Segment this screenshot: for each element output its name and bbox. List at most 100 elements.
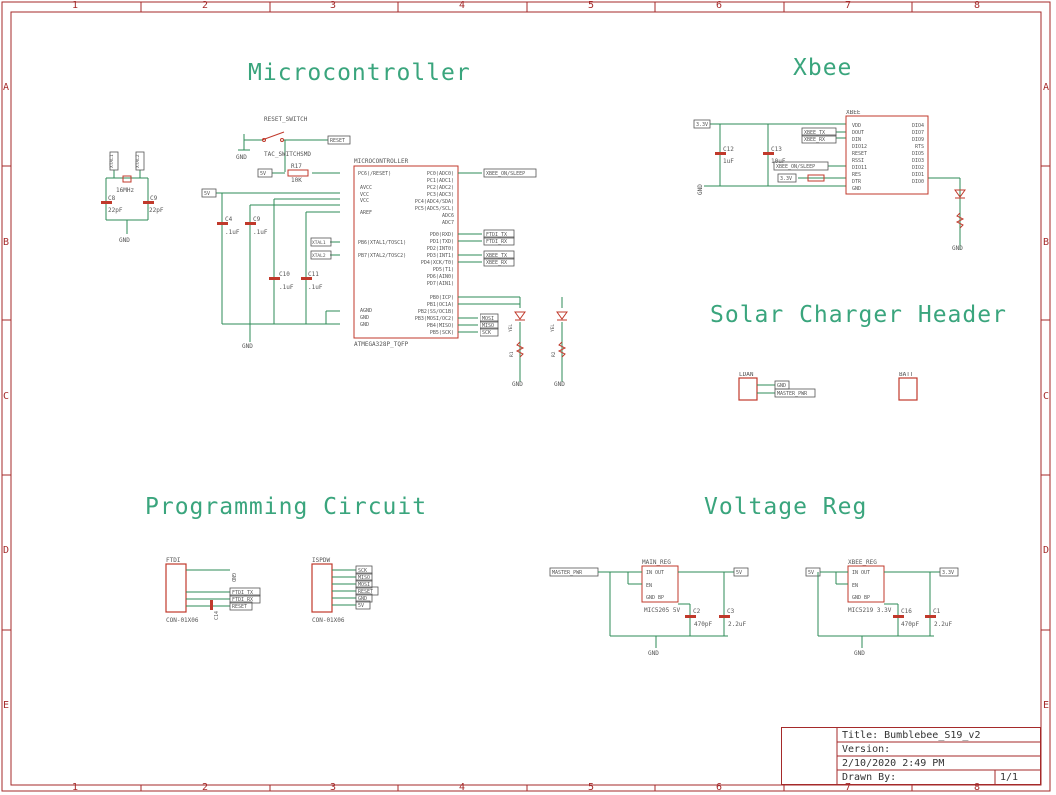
ftdi-label: FTDI bbox=[166, 557, 181, 564]
svg-text:PC2(ADC2): PC2(ADC2) bbox=[427, 185, 454, 191]
svg-text:C1: C1 bbox=[933, 608, 941, 615]
svg-text:GND BP: GND BP bbox=[646, 595, 664, 601]
row-label: A bbox=[1043, 82, 1050, 93]
col-label: 5 bbox=[588, 782, 595, 793]
svg-text:DIO12: DIO12 bbox=[852, 144, 867, 150]
svg-text:GND: GND bbox=[242, 343, 253, 350]
svg-text:PB7(XTAL2/TOSC2): PB7(XTAL2/TOSC2) bbox=[358, 253, 406, 259]
svg-text:PB6(XTAL1/TOSC1): PB6(XTAL1/TOSC1) bbox=[358, 240, 406, 246]
batt-label: BATT bbox=[899, 372, 914, 378]
svg-text:22pF: 22pF bbox=[108, 207, 123, 214]
svg-text:MISO: MISO bbox=[358, 575, 370, 581]
chip-name-label: MICROCONTROLLER bbox=[354, 158, 409, 165]
svg-text:MASTER_PWR: MASTER_PWR bbox=[777, 391, 808, 397]
svg-text:5V: 5V bbox=[808, 570, 814, 576]
svg-text:C14: C14 bbox=[214, 611, 220, 620]
svg-text:XTAL1: XTAL1 bbox=[312, 240, 326, 246]
svg-text:PD4(XCK/T0): PD4(XCK/T0) bbox=[421, 260, 454, 266]
svg-text:R2: R2 bbox=[551, 351, 557, 357]
svg-text:XBEE_ON/SLEEP: XBEE_ON/SLEEP bbox=[776, 164, 815, 170]
svg-text:EN: EN bbox=[852, 583, 858, 589]
svg-text:PD7(AIN1): PD7(AIN1) bbox=[427, 281, 454, 287]
svg-text:DIO3: DIO3 bbox=[912, 158, 924, 164]
svg-text:RES: RES bbox=[852, 172, 861, 178]
svg-text:GND: GND bbox=[119, 237, 130, 244]
svg-text:PB5(SCK): PB5(SCK) bbox=[430, 330, 454, 336]
svg-text:GND: GND bbox=[697, 184, 704, 195]
svg-text:PC4(ADC4/SDA): PC4(ADC4/SDA) bbox=[415, 199, 454, 205]
svg-text:MISO: MISO bbox=[482, 323, 494, 329]
svg-text:TAC_SWITCHSMD: TAC_SWITCHSMD bbox=[264, 151, 311, 158]
svg-text:SCK: SCK bbox=[358, 568, 367, 574]
col-label: 2 bbox=[202, 0, 209, 11]
svg-text:VCC: VCC bbox=[360, 198, 369, 204]
svg-text:PB3(MOSI/OC2): PB3(MOSI/OC2) bbox=[415, 316, 454, 322]
xbee-reg-label: XBEE_REG bbox=[848, 559, 877, 566]
svg-text:PD5(T1): PD5(T1) bbox=[433, 267, 454, 273]
main-reg-label: MAIN_REG bbox=[642, 559, 671, 566]
svg-text:PC1(ADC1): PC1(ADC1) bbox=[427, 178, 454, 184]
svg-text:ADC7: ADC7 bbox=[442, 220, 454, 226]
svg-text:SCK: SCK bbox=[482, 330, 491, 336]
svg-text:DIO2: DIO2 bbox=[912, 165, 924, 171]
svg-text:FTDI_RX: FTDI_RX bbox=[486, 239, 507, 245]
svg-text:XBEE_ON/SLEEP: XBEE_ON/SLEEP bbox=[486, 171, 525, 177]
svg-text:C16: C16 bbox=[901, 608, 912, 615]
svg-text:R17: R17 bbox=[291, 163, 302, 170]
svg-text:5V: 5V bbox=[260, 171, 266, 177]
svg-text:GND: GND bbox=[952, 245, 963, 252]
svg-text:C3: C3 bbox=[727, 608, 735, 615]
svg-text:C12: C12 bbox=[723, 146, 734, 153]
svg-text:DIO11: DIO11 bbox=[852, 165, 867, 171]
svg-text:RESET: RESET bbox=[330, 138, 345, 144]
svg-text:.1uF: .1uF bbox=[279, 284, 294, 291]
svg-text:DIO0: DIO0 bbox=[912, 179, 924, 185]
svg-text:GND BP: GND BP bbox=[852, 595, 870, 601]
svg-text:MOSI: MOSI bbox=[358, 582, 370, 588]
row-label: D bbox=[1043, 545, 1050, 556]
title-block-version: Version: bbox=[842, 744, 891, 755]
section-title-programming: Programming Circuit bbox=[145, 494, 428, 520]
svg-text:2.2uF: 2.2uF bbox=[728, 621, 746, 628]
svg-text:AREF: AREF bbox=[360, 210, 372, 216]
svg-text:CON-01X06: CON-01X06 bbox=[312, 617, 345, 624]
svg-text:RTS: RTS bbox=[915, 144, 924, 150]
svg-text:C2: C2 bbox=[693, 608, 701, 615]
svg-text:RESET: RESET bbox=[852, 151, 867, 157]
svg-text:CON-01X06: CON-01X06 bbox=[166, 617, 199, 624]
row-label: C bbox=[1043, 391, 1050, 402]
svg-text:3.3V: 3.3V bbox=[696, 122, 708, 128]
col-label: 4 bbox=[459, 0, 466, 11]
svg-text:PC6(/RESET): PC6(/RESET) bbox=[358, 171, 391, 177]
microcontroller-circuit: RESET_SWITCH TAC_SWITCHSMD GND RESET MIC… bbox=[201, 116, 520, 350]
svg-text:DIO5: DIO5 bbox=[912, 151, 924, 157]
svg-text:AGND: AGND bbox=[360, 308, 372, 314]
svg-text:PD6(AIN0): PD6(AIN0) bbox=[427, 274, 454, 280]
svg-text:AVCC: AVCC bbox=[360, 185, 372, 191]
svg-text:GND: GND bbox=[360, 315, 369, 321]
col-label: 2 bbox=[202, 782, 209, 793]
svg-text:GND: GND bbox=[777, 383, 786, 389]
xbee-part-label: XBEE bbox=[846, 110, 861, 116]
col-label: 3 bbox=[330, 782, 337, 793]
col-label: 1 bbox=[72, 782, 79, 793]
col-label: 1 bbox=[72, 0, 79, 11]
svg-text:GND: GND bbox=[236, 154, 247, 161]
col-label: 3 bbox=[330, 0, 337, 11]
svg-text:DIN: DIN bbox=[852, 137, 861, 143]
svg-text:PD2(INT0): PD2(INT0) bbox=[427, 246, 454, 252]
svg-text:XTAL1: XTAL1 bbox=[109, 154, 115, 168]
crystal-circuit: XTAL1 XTAL2 16MHz C8 C9 22pF 22pF GND bbox=[101, 151, 164, 244]
col-label: 5 bbox=[588, 0, 595, 11]
svg-text:XTAL2: XTAL2 bbox=[312, 253, 326, 259]
chip-part-label: ATMEGA328P_TQFP bbox=[354, 341, 409, 348]
svg-text:XBEE_RX: XBEE_RX bbox=[486, 260, 507, 266]
svg-text:XBEE_RX: XBEE_RX bbox=[804, 137, 825, 143]
row-label: A bbox=[3, 82, 10, 93]
svg-text:DOUT: DOUT bbox=[852, 130, 864, 136]
col-label: 7 bbox=[845, 0, 852, 11]
svg-text:RSSI: RSSI bbox=[852, 158, 864, 164]
svg-text:470pF: 470pF bbox=[901, 621, 919, 628]
